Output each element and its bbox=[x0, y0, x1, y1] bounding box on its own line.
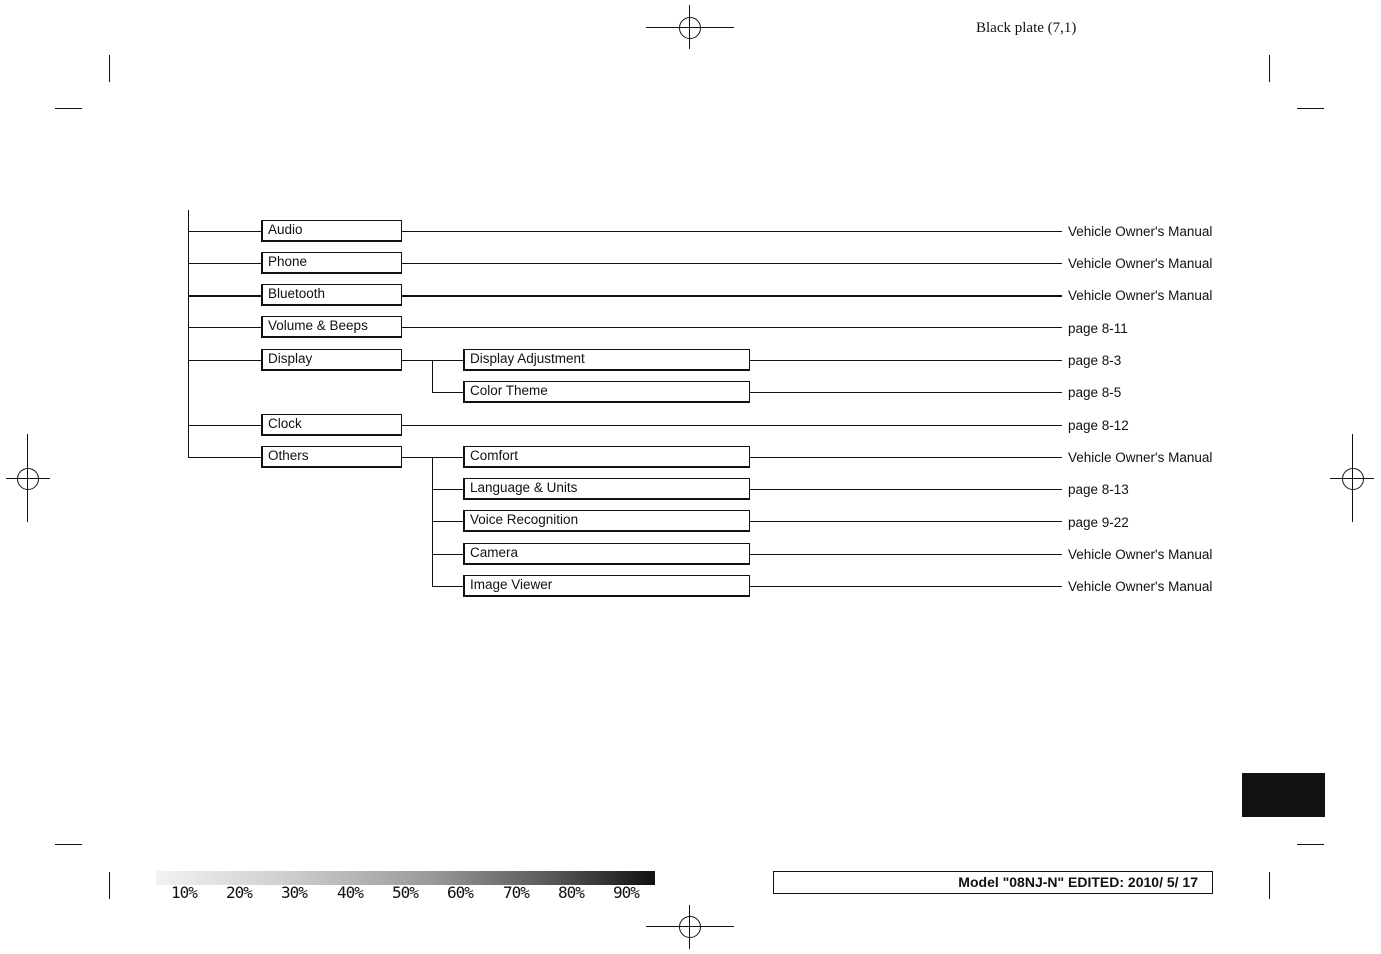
connector bbox=[432, 586, 464, 587]
menu-item-display: Display bbox=[261, 349, 402, 371]
connector bbox=[188, 360, 262, 361]
leader-line bbox=[750, 360, 1062, 361]
connector bbox=[188, 425, 262, 426]
menu-item-clock: Clock bbox=[261, 414, 402, 436]
leader-line bbox=[750, 521, 1062, 522]
menu-item-display-adjustment: Display Adjustment bbox=[463, 349, 750, 371]
connector bbox=[432, 489, 464, 490]
menu-item-volume-beeps: Volume & Beeps bbox=[261, 316, 402, 338]
menu-item-phone: Phone bbox=[261, 252, 402, 274]
destination-clock: page 8-12 bbox=[1068, 418, 1129, 433]
connector bbox=[432, 521, 464, 522]
connector bbox=[188, 457, 262, 458]
destination-camera: Vehicle Owner's Manual bbox=[1068, 547, 1213, 562]
halftone-label: 50% bbox=[392, 883, 419, 902]
plate-label: Black plate (7,1) bbox=[976, 20, 1077, 36]
halftone-label: 70% bbox=[503, 883, 530, 902]
destination-voice-recognition: page 9-22 bbox=[1068, 515, 1129, 530]
section-tab bbox=[1242, 773, 1325, 817]
destination-image-viewer: Vehicle Owner's Manual bbox=[1068, 579, 1213, 594]
halftone-label: 80% bbox=[558, 883, 585, 902]
halftone-label: 60% bbox=[447, 883, 474, 902]
halftone-label: 40% bbox=[337, 883, 364, 902]
crop-mark bbox=[109, 55, 110, 82]
leader-line bbox=[402, 295, 1062, 297]
menu-item-color-theme: Color Theme bbox=[463, 381, 750, 403]
connector bbox=[432, 392, 464, 393]
tree-trunk bbox=[188, 210, 189, 458]
crop-mark bbox=[1269, 872, 1270, 899]
destination-bluetooth: Vehicle Owner's Manual bbox=[1068, 288, 1213, 303]
halftone-label: 10% bbox=[171, 883, 198, 902]
leader-line bbox=[402, 327, 1062, 328]
leader-line bbox=[402, 425, 1062, 426]
menu-item-bluetooth: Bluetooth bbox=[261, 284, 402, 306]
connector bbox=[402, 457, 464, 458]
connector bbox=[188, 327, 262, 328]
crop-mark bbox=[55, 844, 82, 845]
menu-item-others: Others bbox=[261, 446, 402, 468]
leader-line bbox=[402, 231, 1062, 232]
halftone-label: 90% bbox=[613, 883, 640, 902]
leader-line bbox=[402, 263, 1062, 264]
leader-line bbox=[750, 554, 1062, 555]
leader-line bbox=[750, 457, 1062, 458]
crop-mark bbox=[1297, 844, 1324, 845]
model-edited-footer: Model "08NJ-N" EDITED: 2010/ 5/ 17 bbox=[773, 871, 1213, 894]
menu-item-voice-recognition: Voice Recognition bbox=[463, 510, 750, 532]
leader-line bbox=[750, 586, 1062, 587]
connector bbox=[188, 231, 262, 232]
destination-volume-beeps: page 8-11 bbox=[1068, 321, 1128, 336]
leader-line bbox=[750, 392, 1062, 393]
menu-item-camera: Camera bbox=[463, 543, 750, 565]
crop-mark bbox=[1269, 55, 1270, 82]
halftone-label: 30% bbox=[281, 883, 308, 902]
crop-mark bbox=[55, 108, 82, 109]
connector bbox=[432, 554, 464, 555]
destination-comfort: Vehicle Owner's Manual bbox=[1068, 450, 1213, 465]
destination-display-adjustment: page 8-3 bbox=[1068, 353, 1122, 368]
crop-mark bbox=[109, 872, 110, 899]
destination-phone: Vehicle Owner's Manual bbox=[1068, 256, 1213, 271]
halftone-strip bbox=[156, 871, 655, 885]
menu-item-audio: Audio bbox=[261, 220, 402, 242]
sub-trunk-others bbox=[432, 458, 433, 587]
destination-color-theme: page 8-5 bbox=[1068, 385, 1122, 400]
leader-line bbox=[750, 489, 1062, 490]
destination-audio: Vehicle Owner's Manual bbox=[1068, 224, 1213, 239]
menu-item-comfort: Comfort bbox=[463, 446, 750, 468]
sub-trunk-display bbox=[432, 361, 433, 393]
crop-mark bbox=[1297, 108, 1324, 109]
connector bbox=[402, 360, 464, 361]
connector bbox=[188, 263, 262, 264]
halftone-label: 20% bbox=[226, 883, 253, 902]
connector bbox=[188, 295, 262, 297]
menu-item-image-viewer: Image Viewer bbox=[463, 575, 750, 597]
menu-item-language-units: Language & Units bbox=[463, 478, 750, 500]
destination-language-units: page 8-13 bbox=[1068, 482, 1129, 497]
